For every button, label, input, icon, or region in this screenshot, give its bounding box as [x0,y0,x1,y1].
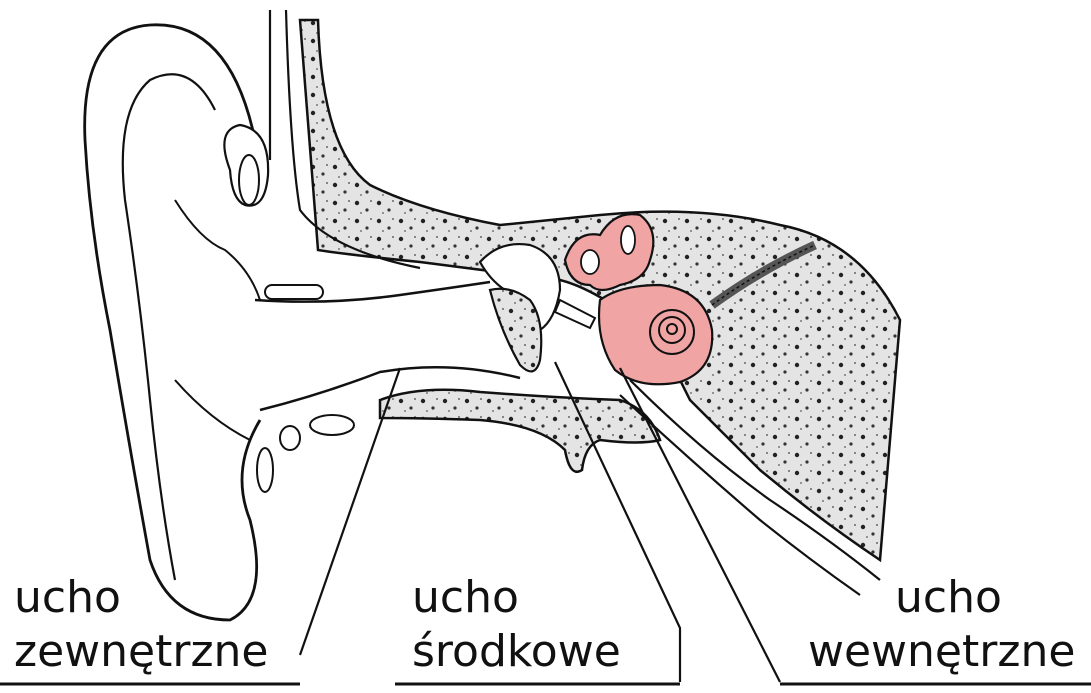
canal-cartilage-3 [310,415,354,435]
temporal-bone-lower [380,390,660,472]
label-middle-line2: środkowe [412,626,621,678]
auricle [85,25,260,620]
label-inner-line2: wewnętrzne [808,626,1075,678]
canal-lumen-2 [621,226,635,254]
stapes [555,300,595,328]
label-inner-line1: ucho [895,572,1002,624]
cochlea [599,285,712,384]
label-middle-line1: ucho [412,572,519,624]
canal-cartilage-4 [257,448,273,492]
canal-lumen-1 [581,250,599,274]
label-outer-line2: zewnętrzne [14,626,269,678]
pointer-outer [300,368,400,655]
cartilage-1 [239,155,259,205]
label-outer-line1: ucho [14,572,121,624]
canal-cartilage-1 [265,285,323,299]
canal-cartilage-2 [280,426,300,450]
